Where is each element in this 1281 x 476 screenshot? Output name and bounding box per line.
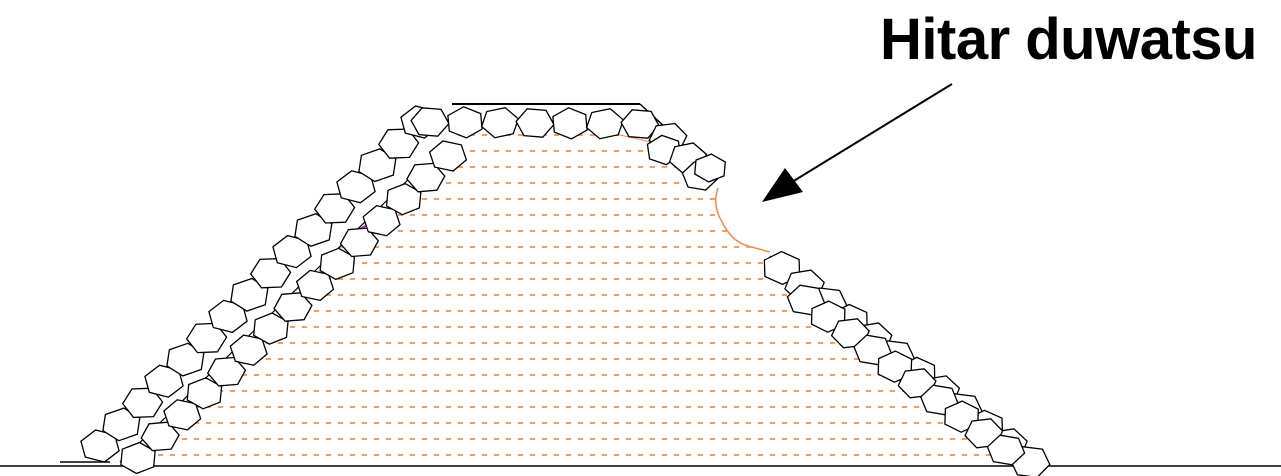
hexagon-rock-icon	[986, 434, 1026, 466]
hexagon-rock-icon	[339, 227, 380, 258]
hexagon-rock-icon	[253, 312, 289, 345]
hexagon-rock-icon	[102, 407, 141, 442]
breach-line	[715, 187, 771, 253]
hexagon-rock-icon	[362, 204, 401, 237]
hexagon-rock-icon	[163, 399, 202, 431]
armour-layer	[80, 105, 1051, 476]
hexagon-rock-icon	[964, 418, 1004, 449]
hexagon-rock-icon	[313, 193, 356, 224]
hexagon-rock-icon	[428, 140, 468, 172]
hexagon-rock-icon	[319, 247, 356, 281]
hexagon-rock-icon	[515, 108, 555, 138]
hexagon-rock-icon	[830, 318, 870, 349]
hexagon-rock-icon	[273, 292, 313, 322]
hexagon-rock-icon	[358, 148, 397, 183]
hexagon-rock-icon	[140, 421, 180, 452]
hexagon-rock-icon	[377, 128, 420, 159]
callout-arrow	[762, 83, 953, 202]
hexagon-rock-icon	[897, 368, 937, 399]
hexagon-rock-icon	[552, 107, 588, 140]
hexagon-rock-icon	[229, 334, 268, 366]
hexagon-rock-icon	[166, 342, 205, 377]
hexagon-rock-icon	[121, 387, 164, 419]
hexagon-rock-icon	[186, 377, 223, 410]
hexagon-rock-icon	[295, 269, 335, 302]
hexagon-rock-icon	[294, 212, 333, 248]
hexagon-rock-icon	[185, 322, 228, 354]
hexagon-rock-icon	[249, 257, 292, 289]
callout-label: Hitar duwatsu	[880, 7, 1258, 72]
hexagon-rock-icon	[694, 153, 726, 183]
hexagon-rock-icon	[620, 109, 660, 139]
hexagon-rock-icon	[385, 182, 422, 216]
arrow-shaft	[791, 83, 953, 183]
hexagon-rock-icon	[206, 356, 247, 387]
hexagon-rock-icon	[120, 441, 156, 475]
hexagon-rock-icon	[447, 106, 483, 139]
arrow-pointer-icon	[762, 168, 803, 202]
hexagon-rock-icon	[410, 107, 450, 137]
hexagon-rock-icon	[406, 162, 446, 193]
hexagon-rock-icon	[230, 277, 269, 312]
